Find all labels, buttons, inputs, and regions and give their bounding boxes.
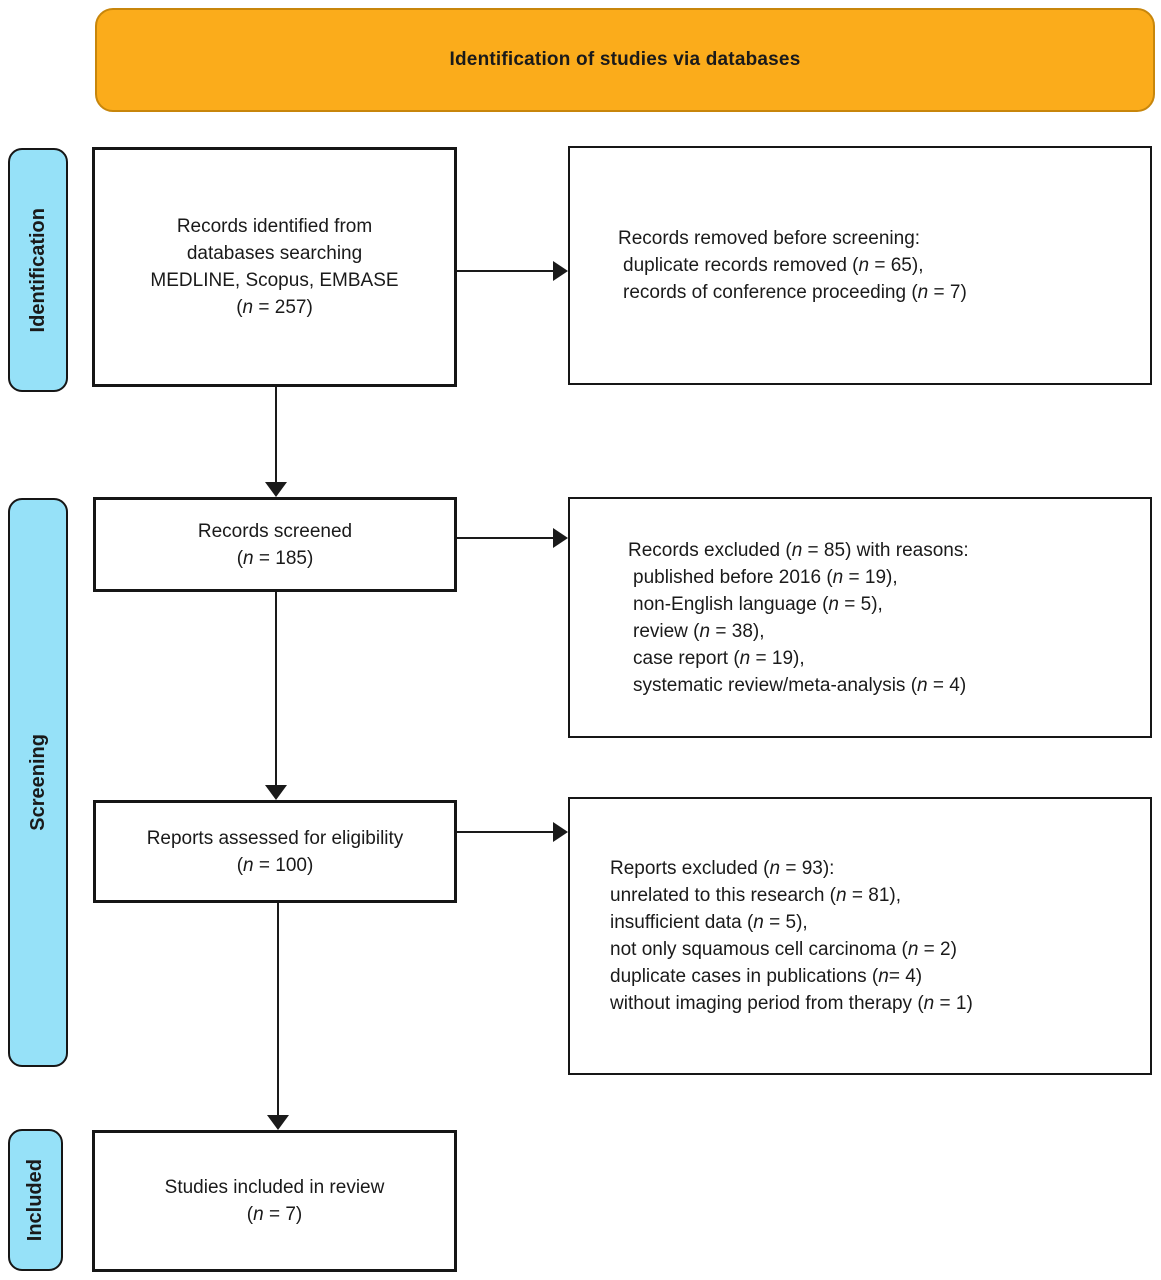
arrow-head-assessed-to-reports-excluded: [553, 822, 568, 842]
banner-title: Identification of studies via databases: [449, 49, 801, 70]
box-line: Records excluded (n = 85) with reasons:: [628, 539, 969, 561]
arrow-line-screened-to-excluded: [457, 537, 554, 539]
arrow-line-assessed-to-included: [277, 903, 279, 1116]
arrow-head-screened-to-assessed: [265, 785, 287, 800]
stage-screening-label: Screening: [26, 734, 49, 831]
stage-screening: Screening: [8, 498, 68, 1067]
box-records-screened: Records screened (n = 185): [93, 497, 457, 592]
box-line: databases searching: [186, 243, 363, 264]
stage-identification-label: Identification: [26, 207, 49, 333]
box-records-identified: Records identified from databases search…: [92, 147, 457, 387]
arrow-line-screened-to-assessed: [275, 592, 277, 786]
stage-included-label: Included: [24, 1158, 46, 1242]
box-line: not only squamous cell carcinoma (n = 2): [610, 939, 957, 960]
box-reports-excluded: Reports excluded (n = 93): unrelated to …: [568, 797, 1152, 1075]
box-line: systematic review/meta-analysis (n = 4): [633, 674, 967, 696]
arrow-line-identified-to-screened: [275, 387, 277, 483]
box-line: (n = 185): [236, 547, 314, 569]
arrow-head-identified-to-removed: [553, 261, 568, 281]
box-line: review (n = 38),: [633, 620, 765, 642]
box-line: Records identified from: [176, 216, 373, 237]
box-line: published before 2016 (n = 19),: [633, 566, 898, 588]
box-line: duplicate cases in publications (n= 4): [610, 966, 923, 987]
box-line: Reports assessed for eligibility: [146, 827, 404, 849]
box-line: (n = 257): [236, 297, 313, 318]
box-line: Studies included in review: [164, 1177, 385, 1198]
box-line: Reports excluded (n = 93):: [610, 858, 835, 879]
stage-included: Included: [8, 1129, 63, 1271]
arrow-head-identified-to-screened: [265, 482, 287, 497]
box-line: MEDLINE, Scopus, EMBASE: [150, 270, 399, 291]
stage-identification: Identification: [8, 148, 68, 392]
box-line: case report (n = 19),: [633, 647, 805, 669]
banner: Identification of studies via databases: [95, 8, 1155, 112]
arrow-line-assessed-to-reports-excluded: [457, 831, 554, 833]
box-line: (n = 100): [236, 854, 314, 876]
box-records-removed: Records removed before screening: duplic…: [568, 146, 1152, 385]
box-line: without imaging period from therapy (n =…: [610, 993, 973, 1014]
box-line: Records removed before screening:: [618, 228, 921, 249]
box-records-excluded: Records excluded (n = 85) with reasons: …: [568, 497, 1152, 738]
arrow-head-screened-to-excluded: [553, 528, 568, 548]
arrow-line-identified-to-removed: [457, 270, 554, 272]
box-studies-included: Studies included in review (n = 7): [92, 1130, 457, 1272]
box-line: Records screened: [197, 520, 353, 542]
box-line: insufficient data (n = 5),: [610, 912, 808, 933]
box-reports-assessed: Reports assessed for eligibility (n = 10…: [93, 800, 457, 903]
box-line: records of conference proceeding (n = 7): [623, 282, 967, 303]
box-line: duplicate records removed (n = 65),: [623, 255, 924, 276]
arrow-head-assessed-to-included: [267, 1115, 289, 1130]
box-line: non-English language (n = 5),: [633, 593, 883, 615]
box-line: unrelated to this research (n = 81),: [610, 885, 901, 906]
box-line: (n = 7): [246, 1204, 303, 1225]
